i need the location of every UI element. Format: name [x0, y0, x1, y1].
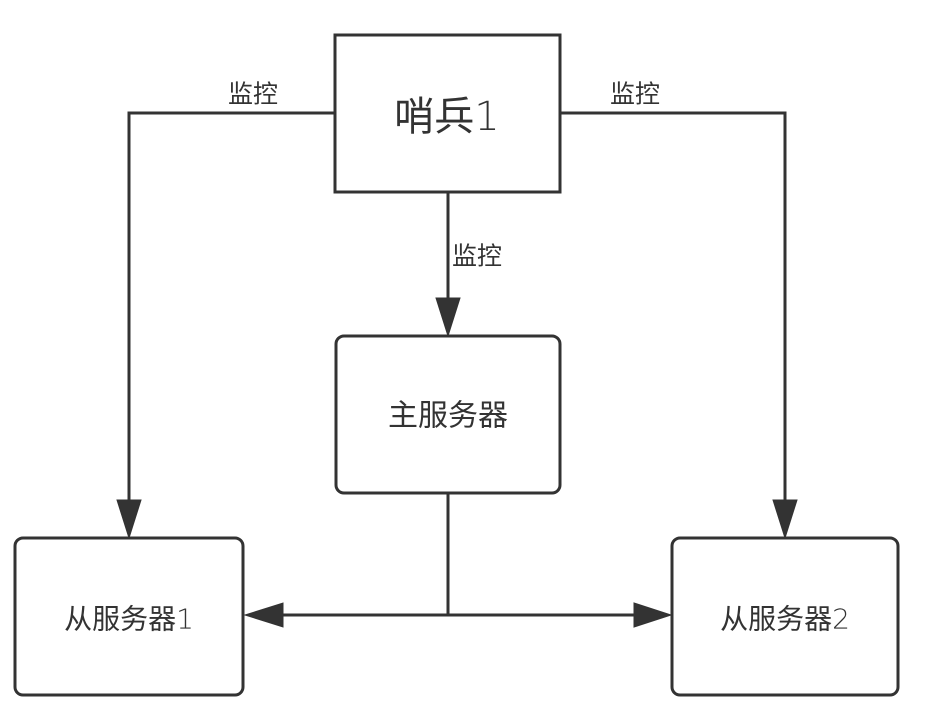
- edge-master-to-slaves: [243, 493, 673, 628]
- edge-sentinel-to-master: 监控: [435, 192, 502, 338]
- edge-line: [560, 111, 787, 502]
- node-label-slave1: 从服务器1: [64, 603, 194, 636]
- node-box: [670, 536, 900, 697]
- arrowhead: [435, 297, 461, 338]
- arrowhead-right: [633, 602, 673, 628]
- node-box: [13, 536, 245, 697]
- node-label-master: 主服务器: [388, 399, 508, 434]
- node-master: 主服务器: [334, 334, 562, 495]
- edge-line: [127, 111, 335, 502]
- arrowhead: [116, 499, 142, 540]
- edge-sentinel-to-slave1: 监控: [116, 80, 335, 540]
- node-slave2: 从服务器2: [670, 536, 900, 697]
- edge-label-monitor: 监控: [228, 80, 278, 109]
- edge-sentinel-to-slave2: 监控: [560, 80, 798, 540]
- edge-label-monitor: 监控: [610, 80, 660, 109]
- node-slave1: 从服务器1: [13, 536, 245, 697]
- node-label-sentinel: 哨兵1: [394, 94, 499, 140]
- arrowhead-left: [243, 602, 284, 628]
- node-sentinel: 哨兵1: [333, 33, 562, 194]
- edge-label-monitor: 监控: [452, 242, 502, 271]
- node-box: [334, 334, 562, 495]
- arrowhead: [772, 499, 798, 540]
- node-box: [333, 33, 562, 194]
- node-label-slave2: 从服务器2: [720, 603, 850, 636]
